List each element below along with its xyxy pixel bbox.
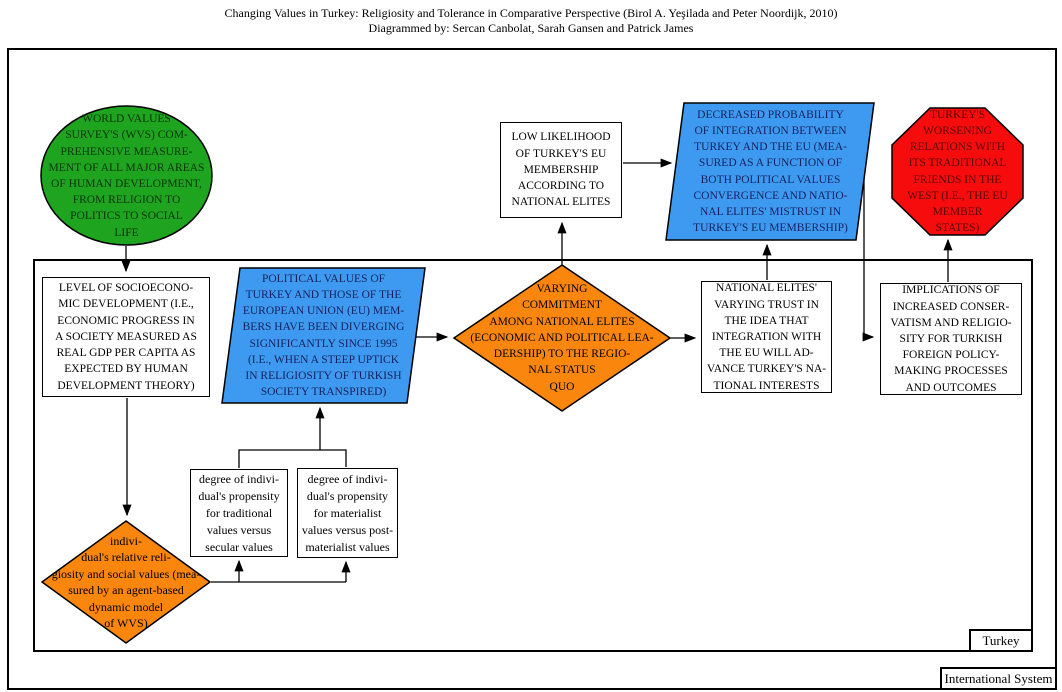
low-likelihood-node: LOW LIKELIHOOD OF TURKEY'S EU MEMBERSHIP… <box>500 122 622 218</box>
international-system-frame-label: International System <box>940 667 1057 690</box>
wvs-ellipse-shape <box>40 105 213 246</box>
turkey-frame-label: Turkey <box>969 629 1033 652</box>
individual-religiosity-diamond-shape <box>40 520 212 644</box>
varying-commitment-diamond-shape <box>452 264 672 412</box>
political-values-label: POLITICAL VALUES OF TURKEY AND THOSE OF … <box>242 272 405 399</box>
socioeconomic-development-node: LEVEL OF SOCIOECONO- MIC DEVELOPMENT (I.… <box>42 277 210 397</box>
individual-religiosity-label: indivi- dual's relative reli- giosity an… <box>51 533 201 631</box>
worsening-relations-octagon-shape <box>891 107 1024 236</box>
diagram-subtitle: Diagrammed by: Sercan Canbolat, Sarah Ga… <box>368 21 694 35</box>
worsening-relations-label: TURKEY'S WORSENING RELATIONS WITH ITS TR… <box>907 108 1008 235</box>
traditional-secular-node: degree of indivi- dual's propensity for … <box>190 469 288 557</box>
wvs-ellipse-label: WORLD VALUES SURVEY'S (WVS) COM- PREHENS… <box>48 113 205 239</box>
political-values-parallelogram-shape <box>221 267 426 404</box>
diagram-title: Changing Values in Turkey: Religiosity a… <box>224 6 838 20</box>
implications-node: IMPLICATIONS OF INCREASED CONSER- VATISM… <box>880 283 1022 395</box>
international-system-frame <box>7 48 1057 690</box>
national-elites-trust-node: NATIONAL ELITES' VARYING TRUST IN THE ID… <box>701 281 832 393</box>
decreased-probability-label: DECREASED PROBABILITY OF INTEGRATION BET… <box>693 108 848 235</box>
turkey-frame <box>33 259 1033 652</box>
materialist-postmaterialist-node: degree of indivi- dual's propensity for … <box>297 468 398 558</box>
decreased-probability-parallelogram-shape <box>665 102 875 241</box>
varying-commitment-label: VARYING COMMITMENT AMONG NATIONAL ELITES… <box>470 283 654 393</box>
arrow-decreased-to-implications <box>862 172 875 342</box>
diagram-title-block: Changing Values in Turkey: Religiosity a… <box>0 6 1062 36</box>
connector-degree-boxes-join <box>238 449 347 468</box>
